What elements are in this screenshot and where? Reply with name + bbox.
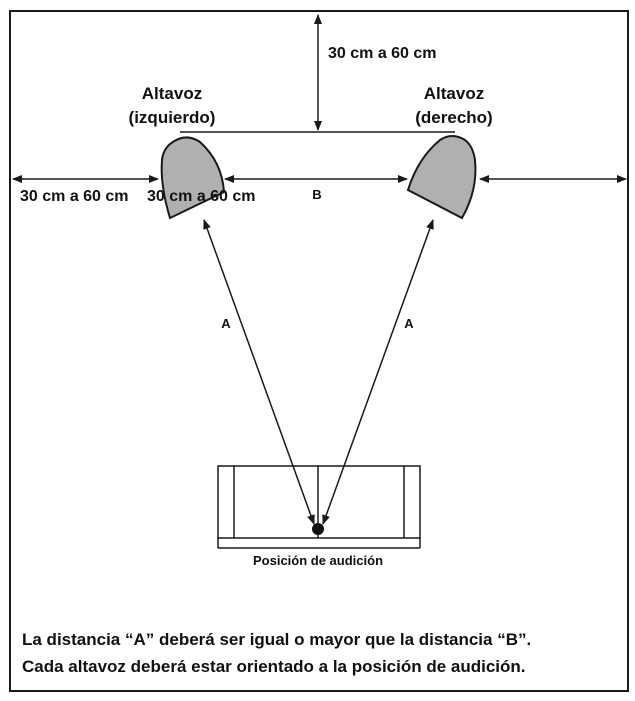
listening-position-dot	[312, 523, 324, 535]
left-wall-gap-label: 30 cm a 60 cm	[20, 188, 129, 205]
right-listener-distance-label: A	[404, 316, 414, 331]
left-speaker-icon	[160, 136, 226, 220]
caption-line-2: Cada altavoz deberá estar orientado a la…	[22, 657, 526, 676]
left-inner-gap-label: 30 cm a 60 cm	[147, 188, 256, 205]
sofa	[217, 465, 421, 549]
right-listener-distance-arrow	[322, 219, 434, 525]
left-listener-distance-label: A	[221, 316, 231, 331]
listening-position-label: Posición de audición	[253, 553, 383, 568]
speaker-distance-label: B	[312, 187, 321, 202]
caption-line-1: La distancia “A” deberá ser igual o mayo…	[22, 630, 532, 649]
diagram-frame	[9, 10, 629, 692]
right-speaker-icon	[406, 135, 477, 220]
right-speaker-subtitle: (derecho)	[415, 108, 492, 127]
left-listener-distance-arrow	[203, 219, 315, 525]
right-speaker-title: Altavoz	[424, 84, 484, 103]
top-gap-label: 30 cm a 60 cm	[328, 45, 437, 62]
left-speaker-subtitle: (izquierdo)	[129, 108, 216, 127]
left-speaker-title: Altavoz	[142, 84, 202, 103]
